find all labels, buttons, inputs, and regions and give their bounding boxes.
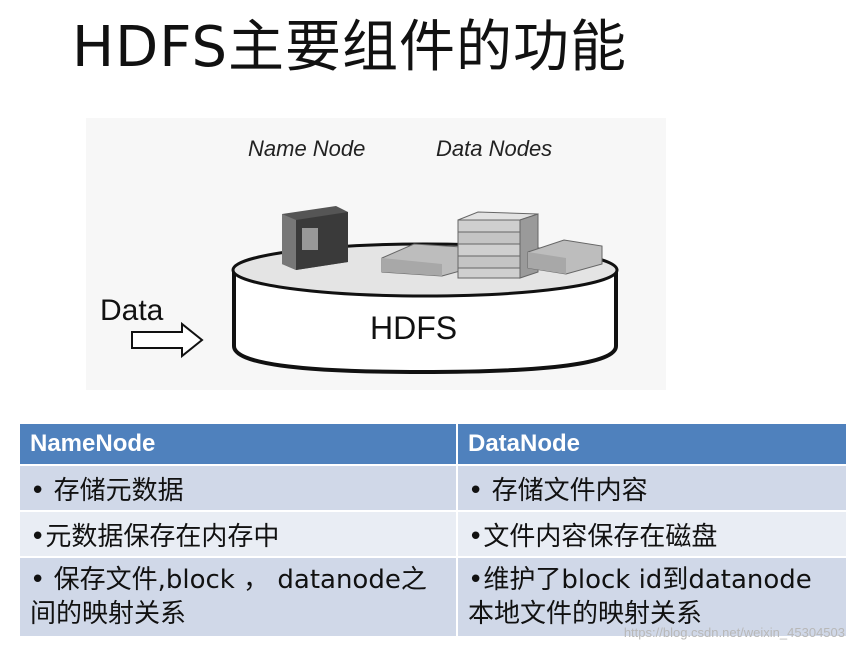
namenode-cell: • 保存文件,block ， datanode之间的映射关系 xyxy=(18,556,458,638)
data-input-arrow-icon xyxy=(131,321,204,359)
table-row: • 保存文件,block ， datanode之间的映射关系 •维护了block… xyxy=(18,556,848,638)
page-title: HDFS主要组件的功能 xyxy=(72,15,628,80)
table-row: • 存储元数据 • 存储文件内容 xyxy=(18,464,848,512)
header-datanode: DataNode xyxy=(456,422,848,466)
hdfs-diagram: Name Node Data Nodes Data HDFS xyxy=(86,118,666,390)
hdfs-cylinder-illustration xyxy=(86,118,666,390)
hdfs-system-label: HDFS xyxy=(370,310,458,346)
table-header-row: NameNode DataNode xyxy=(18,422,848,466)
name-node-label: Name Node xyxy=(248,136,366,161)
data-nodes-servers-icon xyxy=(381,211,603,279)
header-namenode: NameNode xyxy=(18,422,458,466)
data-input-label: Data xyxy=(100,294,164,327)
namenode-cell: •元数据保存在内存中 xyxy=(18,510,458,558)
name-node-server-icon xyxy=(282,206,348,270)
watermark-text: https://blog.csdn.net/weixin_45304503 xyxy=(623,625,845,640)
datanode-cell: •维护了block id到datanode本地文件的映射关系 xyxy=(456,556,848,638)
datanode-cell: • 存储文件内容 xyxy=(456,464,848,512)
data-nodes-label: Data Nodes xyxy=(436,136,553,161)
component-comparison-table: NameNode DataNode • 存储元数据 • 存储文件内容 •元数据保… xyxy=(18,422,848,638)
namenode-cell: • 存储元数据 xyxy=(18,464,458,512)
datanode-cell: •文件内容保存在磁盘 xyxy=(456,510,848,558)
table-row: •元数据保存在内存中 •文件内容保存在磁盘 xyxy=(18,510,848,558)
